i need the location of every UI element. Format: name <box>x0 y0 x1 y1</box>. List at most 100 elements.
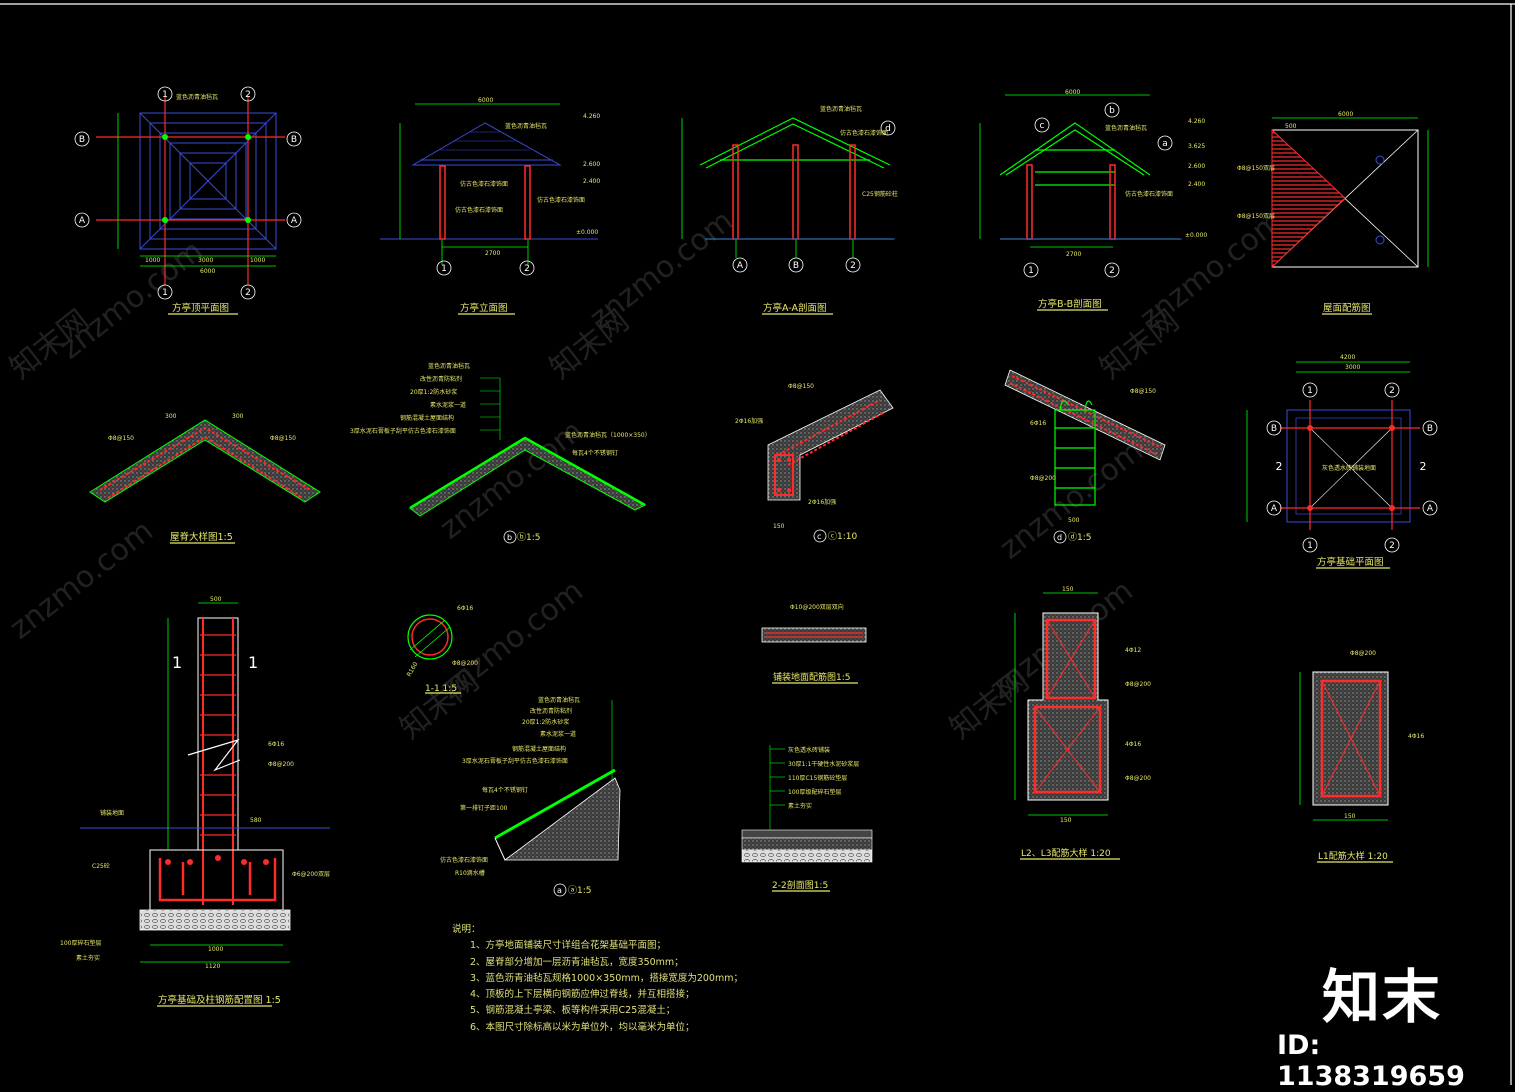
svg-text:Φ8@200: Φ8@200 <box>1350 650 1376 657</box>
svg-text:6Φ16: 6Φ16 <box>268 741 284 748</box>
svg-text:R160: R160 <box>406 661 420 678</box>
svg-text:仿古色漆石漆饰面: 仿古色漆石漆饰面 <box>840 129 888 137</box>
svg-text:4Φ16: 4Φ16 <box>1125 741 1141 748</box>
svg-text:蓝色沥青油毡瓦: 蓝色沥青油毡瓦 <box>1105 124 1147 132</box>
svg-text:6000: 6000 <box>1338 111 1353 118</box>
svg-text:Φ8@150: Φ8@150 <box>270 435 296 442</box>
svg-text:3.625: 3.625 <box>1188 143 1205 150</box>
svg-text:B: B <box>793 261 799 271</box>
svg-text:4.260: 4.260 <box>1188 118 1205 125</box>
svg-text:仿古色漆石漆饰面: 仿古色漆石漆饰面 <box>455 206 503 214</box>
detail-d-view: Φ8@150 6Φ16 Φ8@200 500 d ⓓ1:5 <box>1004 369 1166 544</box>
wm-site: znzmo.com <box>583 203 739 336</box>
svg-text:灰色透水砖铺装地面: 灰色透水砖铺装地面 <box>1322 464 1376 472</box>
svg-text:素土夯实: 素土夯实 <box>788 802 812 810</box>
title-beam-l1: L1配筋大样 1:20 <box>1318 850 1388 862</box>
note-item: 1、方亭地面铺装尺寸详组合花架基础平面图； <box>470 940 667 952</box>
svg-text:1: 1 <box>441 264 447 274</box>
svg-text:蓝色沥青油毡瓦: 蓝色沥青油毡瓦 <box>428 362 470 370</box>
title-elevation: 方亭立面图 <box>460 302 508 314</box>
svg-text:B: B <box>291 135 297 145</box>
svg-text:钢筋混凝土屋面结构: 钢筋混凝土屋面结构 <box>400 414 454 422</box>
svg-text:2: 2 <box>1276 460 1283 473</box>
svg-text:1: 1 <box>248 653 258 672</box>
title-detail-c: ⓒ1:10 <box>828 531 857 542</box>
svg-text:Φ8@200: Φ8@200 <box>1125 775 1151 782</box>
svg-text:2Φ16加强: 2Φ16加强 <box>735 417 763 425</box>
svg-text:2.600: 2.600 <box>583 161 600 168</box>
svg-text:第一排钉子距100: 第一排钉子距100 <box>460 804 508 812</box>
svg-text:Φ8@150: Φ8@150 <box>788 383 814 390</box>
svg-text:110厚C15钢筋砼垫层: 110厚C15钢筋砼垫层 <box>788 774 847 782</box>
notes-heading: 说明： <box>452 924 481 935</box>
beam-l2l3-view: 150 150 4Φ12 Φ8@200 4Φ16 Φ8@200 L2、L3配筋大… <box>1014 586 1151 860</box>
svg-text:Φ8@200: Φ8@200 <box>452 660 478 667</box>
svg-text:每瓦4个不锈钢钉: 每瓦4个不锈钢钉 <box>572 449 618 457</box>
note-item: 5、钢筋混凝土亭梁、板等构件采用C25混凝土； <box>470 1005 676 1017</box>
section-22-view: 灰色透水砖铺装 30厚1:1干硬性水泥砂浆层 110厚C15钢筋砼垫层 100厚… <box>741 745 873 892</box>
title-ridge-detail: 屋脊大样图1:5 <box>170 531 233 543</box>
svg-text:2Φ16加强: 2Φ16加强 <box>808 498 836 506</box>
svg-text:a: a <box>1162 139 1168 149</box>
svg-text:C25砼: C25砼 <box>92 862 110 870</box>
svg-text:500: 500 <box>1285 123 1297 130</box>
svg-text:Φ8@200: Φ8@200 <box>268 761 294 768</box>
note-item: 6、本图尺寸除标高以米为单位外，均以毫米为单位； <box>470 1021 695 1033</box>
svg-text:580: 580 <box>250 817 262 824</box>
svg-text:仿古色漆石漆饰面: 仿古色漆石漆饰面 <box>537 196 585 204</box>
title-beam-l2l3: L2、L3配筋大样 1:20 <box>1021 847 1111 859</box>
svg-text:b: b <box>1109 106 1115 116</box>
svg-text:c: c <box>817 532 821 541</box>
svg-text:蓝色沥青油毡瓦: 蓝色沥青油毡瓦 <box>505 122 547 130</box>
svg-text:C25钢筋砼柱: C25钢筋砼柱 <box>862 190 898 198</box>
svg-text:2700: 2700 <box>485 250 500 257</box>
note-item: 4、顶板的上下层横向钢筋应伸过脊线，并互相搭接； <box>470 989 695 1001</box>
beam-l1-view: Φ8@200 4Φ16 150 L1配筋大样 1:20 <box>1299 650 1424 863</box>
svg-text:150: 150 <box>1060 817 1072 824</box>
note-item: 3、蓝色沥青油毡瓦规格1000×350mm，搭接宽度为200mm； <box>470 972 743 984</box>
svg-text:改性沥青防粘剂: 改性沥青防粘剂 <box>420 375 462 383</box>
svg-text:2.600: 2.600 <box>1188 163 1205 170</box>
title-section-aa: 方亭A-A剖面图 <box>763 302 827 314</box>
svg-text:素水泥浆一道: 素水泥浆一道 <box>540 730 576 738</box>
svg-text:B: B <box>1271 424 1277 434</box>
svg-text:100厚级配碎石垫层: 100厚级配碎石垫层 <box>788 788 841 796</box>
svg-text:2.400: 2.400 <box>583 178 600 185</box>
svg-text:2: 2 <box>1109 266 1115 276</box>
svg-text:4.260: 4.260 <box>583 113 600 120</box>
svg-text:2: 2 <box>245 90 251 100</box>
svg-text:每瓦4个不锈钢钉: 每瓦4个不锈钢钉 <box>482 786 528 794</box>
svg-text:Φ8@200: Φ8@200 <box>1125 681 1151 688</box>
svg-text:素土夯实: 素土夯实 <box>76 954 100 962</box>
title-detail-a: ⓐ1:5 <box>568 885 592 896</box>
svg-text:3厚水泥石膏板子刮平仿古色漆石漆饰面: 3厚水泥石膏板子刮平仿古色漆石漆饰面 <box>462 757 568 765</box>
svg-text:Φ8@150: Φ8@150 <box>108 435 134 442</box>
svg-text:500: 500 <box>1068 517 1080 524</box>
svg-text:30厚1:1干硬性水泥砂浆层: 30厚1:1干硬性水泥砂浆层 <box>788 760 859 768</box>
svg-text:3000: 3000 <box>198 257 213 264</box>
svg-text:Φ8@150双层: Φ8@150双层 <box>1237 213 1275 220</box>
section-bb-view: 1 2 b c a 6000 2700 蓝色沥青油毡瓦 仿古色漆石漆饰面 4.2… <box>979 89 1207 311</box>
svg-text:d: d <box>885 124 891 134</box>
svg-text:±0.000: ±0.000 <box>1185 232 1207 239</box>
svg-text:2: 2 <box>1389 541 1395 551</box>
svg-text:钢筋混凝土屋面结构: 钢筋混凝土屋面结构 <box>512 745 566 753</box>
svg-text:2.400: 2.400 <box>1188 181 1205 188</box>
svg-text:R10滴水槽: R10滴水槽 <box>455 869 485 877</box>
svg-text:300: 300 <box>165 413 177 420</box>
svg-text:改性沥青防粘剂: 改性沥青防粘剂 <box>530 707 572 715</box>
svg-text:20厚1:2防水砂浆: 20厚1:2防水砂浆 <box>522 718 569 726</box>
paving-rebar-view: Φ10@200双层双向 铺装地面配筋图1:5 <box>761 603 867 684</box>
wm-site: znzmo.com <box>993 433 1149 566</box>
svg-text:4Φ12: 4Φ12 <box>1125 647 1141 654</box>
svg-text:d: d <box>1057 533 1062 542</box>
svg-text:6000: 6000 <box>200 268 215 275</box>
svg-text:A: A <box>79 216 86 226</box>
svg-text:A: A <box>1427 504 1434 514</box>
svg-text:Φ8@150: Φ8@150 <box>1130 388 1156 395</box>
svg-text:6000: 6000 <box>478 97 493 104</box>
svg-text:蓝色沥青油毡瓦: 蓝色沥青油毡瓦 <box>820 105 862 113</box>
title-section-bb: 方亭B-B剖面图 <box>1038 298 1102 310</box>
